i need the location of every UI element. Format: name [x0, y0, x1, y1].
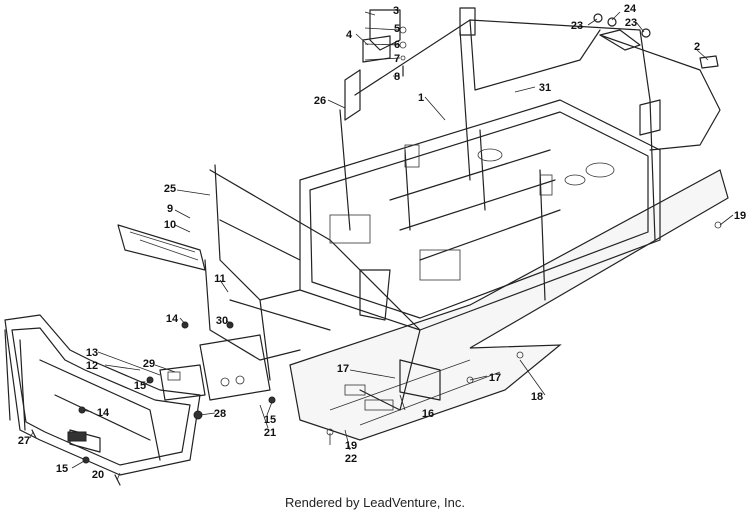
- callout-1: 1: [418, 92, 424, 104]
- callout-27: 27: [18, 435, 30, 447]
- floor-plate: [289, 169, 729, 441]
- callout-16: 16: [422, 408, 434, 420]
- callout-30: 30: [216, 315, 228, 327]
- front-bumper: [4, 314, 201, 486]
- callout-13: 13: [86, 347, 98, 359]
- leader-lines: [29, 11, 734, 481]
- callout-17a: 17: [337, 363, 349, 375]
- callout-28: 28: [214, 408, 226, 420]
- callout-17b: 17: [489, 372, 501, 384]
- callout-15b: 15: [56, 463, 68, 475]
- callout-20: 20: [92, 469, 104, 481]
- callout-26: 26: [314, 95, 326, 107]
- callout-3: 3: [393, 5, 399, 17]
- callout-29: 29: [143, 358, 155, 370]
- callout-2: 2: [694, 41, 700, 53]
- callout-31: 31: [539, 82, 551, 94]
- callout-19b: 19: [345, 440, 357, 452]
- callout-12: 12: [86, 360, 98, 372]
- callout-labels: 1 2 3 4 5 6 7 8 9 10 11 12 13 14 14 15 1…: [18, 3, 746, 481]
- callout-14a: 14: [166, 313, 179, 325]
- callout-15c: 15: [264, 414, 276, 426]
- callout-23a: 23: [571, 20, 583, 32]
- callout-14b: 14: [97, 407, 110, 419]
- footer-credit: Rendered by LeadVenture, Inc.: [285, 495, 465, 510]
- callout-6: 6: [394, 39, 400, 51]
- callout-15a: 15: [134, 380, 146, 392]
- callout-22: 22: [345, 453, 357, 465]
- callout-4: 4: [346, 29, 353, 41]
- front-upper-bracket: [117, 224, 206, 271]
- callout-5: 5: [394, 23, 400, 35]
- rear-hardware: [593, 13, 722, 229]
- callout-8: 8: [394, 71, 400, 83]
- callout-18: 18: [531, 391, 543, 403]
- callout-23b: 23: [625, 17, 637, 29]
- chassis-frame: [204, 7, 721, 411]
- callout-24: 24: [624, 3, 637, 15]
- callout-21: 21: [264, 427, 276, 439]
- callout-11: 11: [214, 273, 226, 285]
- callout-9: 9: [167, 203, 173, 215]
- callout-19a: 19: [734, 210, 746, 222]
- callout-10: 10: [164, 219, 176, 231]
- callout-7: 7: [394, 53, 400, 65]
- front-components: [78, 321, 276, 464]
- callout-25: 25: [164, 183, 176, 195]
